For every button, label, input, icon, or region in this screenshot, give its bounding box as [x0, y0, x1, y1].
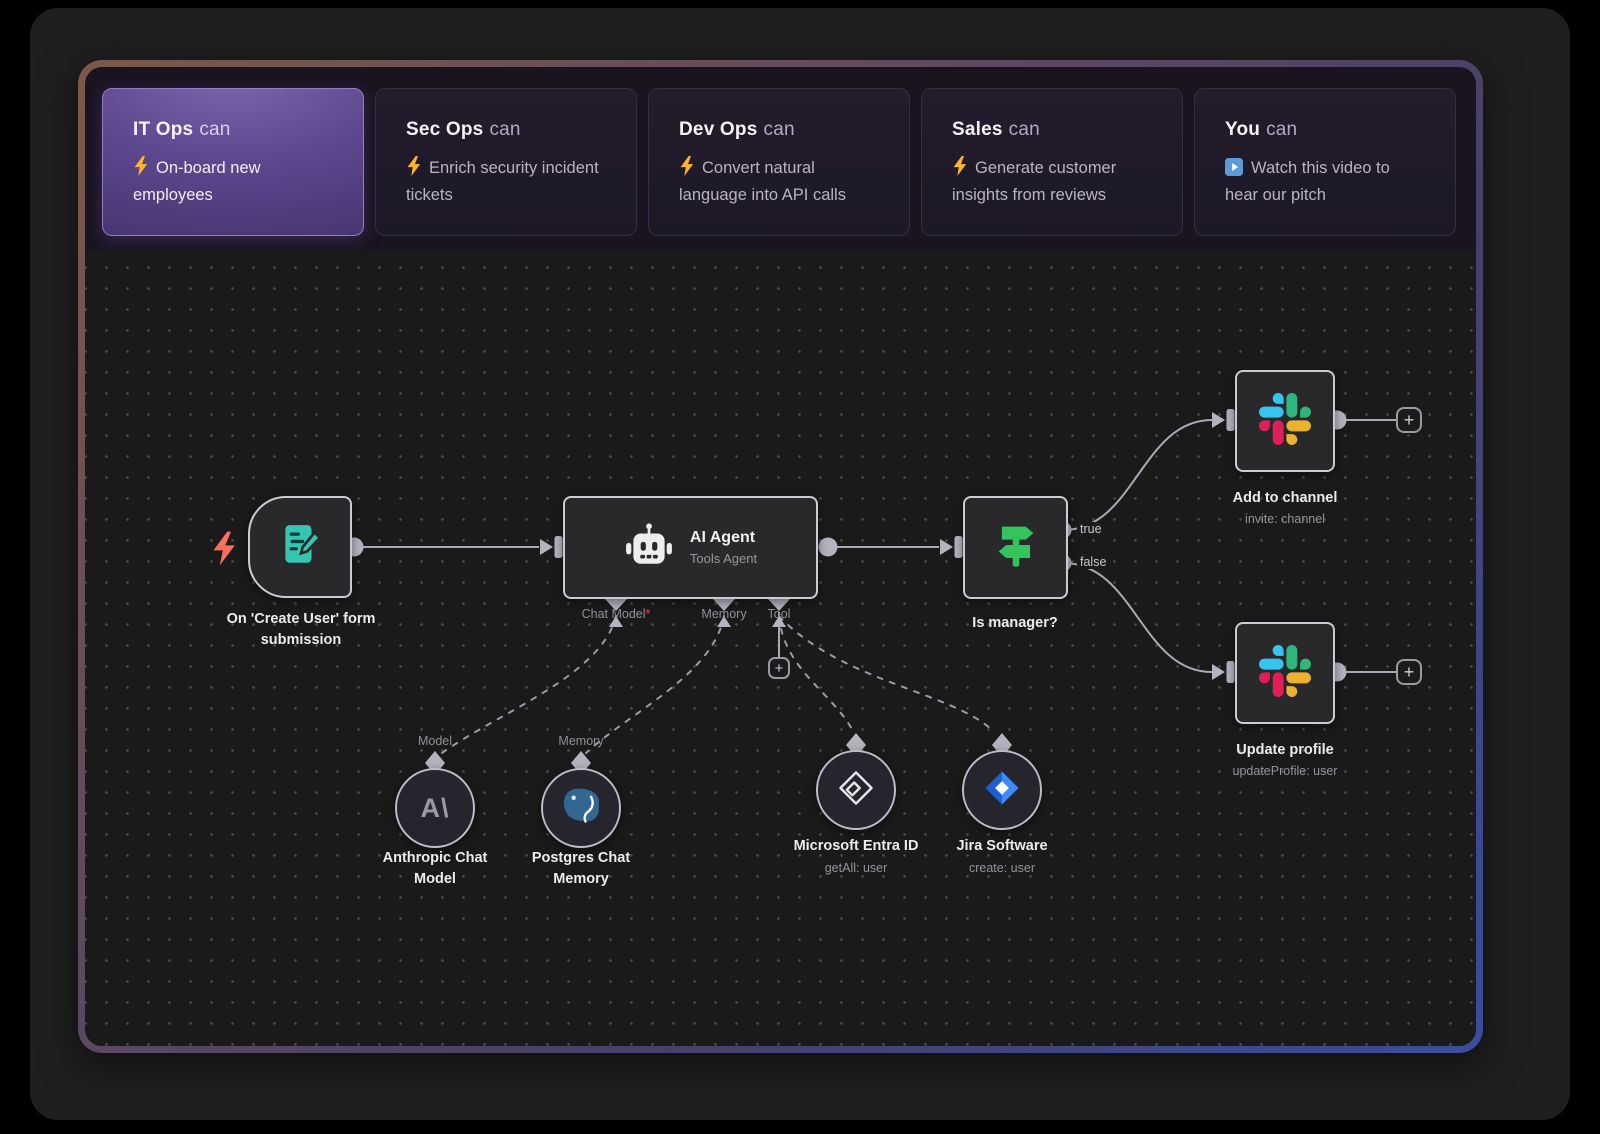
- node-label-is-manager: Is manager?: [972, 615, 1058, 631]
- add-node-button[interactable]: +: [1396, 407, 1422, 433]
- node-title: AI Agent: [689, 529, 756, 546]
- node-subtitle-entra: getAll: user: [824, 861, 888, 875]
- trigger-bolt-icon: [211, 531, 236, 571]
- wire-tool-to-entra: [778, 615, 854, 732]
- tab-description: Enrich security incident tickets: [406, 156, 608, 207]
- up-arrow: [609, 616, 623, 627]
- node-slack-update-profile[interactable]: [1235, 622, 1335, 724]
- input-bar: [954, 536, 963, 558]
- port-label-memory: Memory: [701, 607, 747, 621]
- input-arrow: [940, 539, 953, 555]
- tab-description: Generate customer insights from reviews: [952, 156, 1154, 207]
- tab-description: Watch this video to hear our pitch: [1225, 158, 1390, 204]
- required-mark: *: [645, 607, 651, 621]
- node-subtitle-jira: create: user: [968, 861, 1036, 875]
- tab-description: On-board new employees: [133, 156, 335, 207]
- lightning-icon: [952, 156, 967, 183]
- node-label-form-trigger: On 'Create User' form submission: [226, 611, 376, 648]
- node-microsoft-entra-id[interactable]: [816, 750, 896, 830]
- output-port: [818, 537, 838, 557]
- input-bar: [1226, 409, 1235, 431]
- wire-if-false-to-slack: [1062, 562, 1213, 673]
- node-subtitle-add-to-channel: invite: channel: [1245, 512, 1325, 526]
- tab-description: Convert natural language into API calls: [679, 156, 881, 207]
- signpost-icon: [990, 519, 1042, 576]
- node-label-postgres: Postgres Chat Memory: [531, 850, 631, 887]
- node-subtitle: Tools Agent: [689, 551, 758, 566]
- output-label-false: false: [1077, 555, 1110, 569]
- input-bar: [1226, 661, 1235, 683]
- lightning-icon: [406, 156, 421, 183]
- slack-icon: [1259, 644, 1311, 702]
- node-jira-software[interactable]: [962, 750, 1042, 830]
- play-icon: [1225, 158, 1243, 183]
- input-bar: [554, 536, 563, 558]
- wire-chatmodel-to-anthropic: [441, 615, 617, 754]
- node-ai-agent[interactable]: AI Agent Tools Agent: [563, 496, 818, 599]
- output-label-true: true: [1077, 522, 1105, 536]
- node-label-anthropic: Anthropic Chat Model: [382, 850, 488, 887]
- slack-icon: [1259, 392, 1311, 450]
- node-label-entra: Microsoft Entra ID: [793, 838, 919, 854]
- node-label-update-profile: Update profile: [1236, 742, 1334, 758]
- add-node-button[interactable]: +: [1396, 659, 1422, 685]
- node-slack-add-to-channel[interactable]: [1235, 370, 1335, 472]
- form-icon: [277, 522, 323, 573]
- lightning-icon: [133, 156, 148, 183]
- up-arrow: [772, 616, 786, 627]
- entra-id-icon: [834, 766, 878, 815]
- wire-tool-to-jira: [778, 615, 994, 732]
- node-anthropic-chat-model[interactable]: A\: [395, 768, 475, 848]
- node-label-jira: Jira Software: [956, 838, 1048, 854]
- wire-if-true-to-slack: [1062, 419, 1213, 531]
- node-label-add-to-channel: Add to channel: [1232, 490, 1338, 506]
- wire-memory-to-postgres: [585, 615, 725, 754]
- input-arrow: [1212, 412, 1225, 428]
- robot-icon: [624, 522, 674, 573]
- add-tool-button[interactable]: +: [768, 657, 790, 679]
- port-label-tool: Tool: [767, 607, 791, 621]
- lightning-icon: [679, 156, 694, 183]
- node-is-manager[interactable]: [963, 496, 1068, 599]
- node-form-trigger[interactable]: [248, 496, 352, 598]
- port-label-model-in: Model: [417, 734, 453, 748]
- port-label-memory-in: Memory: [558, 734, 604, 748]
- port-label-chat-model: Chat Model*: [581, 607, 651, 621]
- input-arrow: [540, 539, 553, 555]
- node-postgres-chat-memory[interactable]: [541, 768, 621, 848]
- jira-icon: [980, 766, 1024, 815]
- input-arrow: [1212, 664, 1225, 680]
- postgres-icon: [559, 784, 603, 833]
- node-subtitle-update-profile: updateProfile: user: [1232, 764, 1338, 778]
- workflow-canvas[interactable]: AI Agent Tools Agent: [85, 250, 1476, 1046]
- anthropic-icon: A\: [420, 792, 450, 823]
- up-arrow: [717, 616, 731, 627]
